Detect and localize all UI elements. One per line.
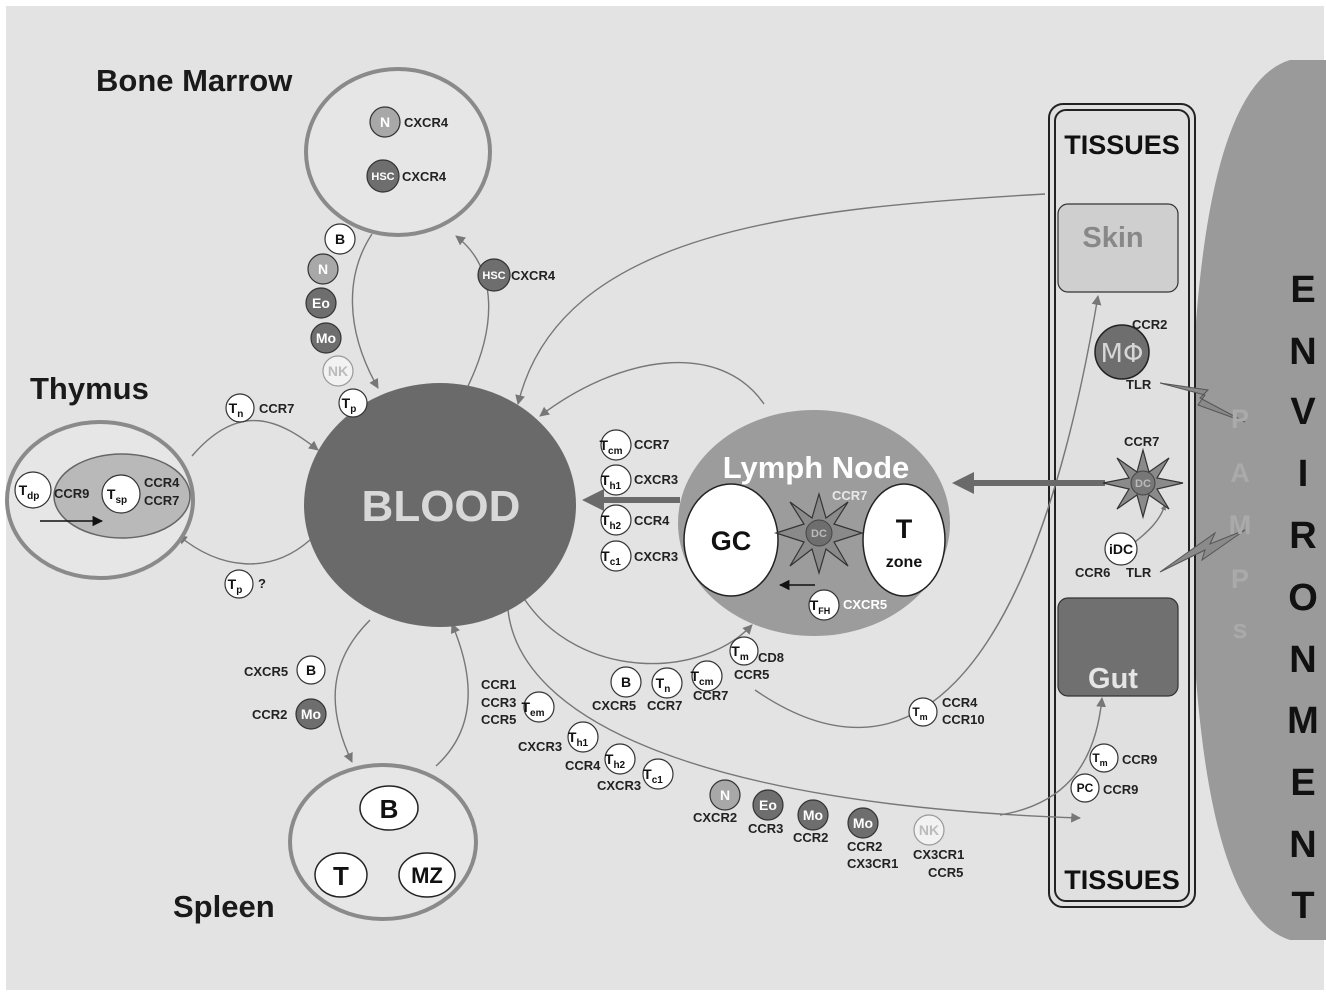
spleen-b-in-cell: B xyxy=(306,662,316,678)
tissues-title-top: TISSUES xyxy=(1064,130,1180,160)
blood-out-tm-ccr10: CCR10 xyxy=(942,712,985,727)
svg-text:A: A xyxy=(1230,458,1250,488)
svg-text:V: V xyxy=(1290,391,1316,433)
ln-gc-label: GC xyxy=(711,526,752,556)
thymus-tdp-receptor: CCR9 xyxy=(54,486,89,501)
blood-title: BLOOD xyxy=(362,482,521,531)
thymus-title: Thymus xyxy=(30,371,149,406)
blood-out-th1-receptor: CXCR3 xyxy=(518,739,562,754)
bm-eo-cell: Eo xyxy=(312,295,330,311)
svg-text:M: M xyxy=(1287,700,1319,742)
macrophage-ccr2: CCR2 xyxy=(1132,317,1167,332)
bm-b-cell: B xyxy=(335,231,345,247)
svg-text:N: N xyxy=(1289,331,1316,373)
ln-in-tcm-receptor: CCR7 xyxy=(693,688,728,703)
spleen-b-cell: B xyxy=(380,794,399,824)
bm-nk-cell: NK xyxy=(328,363,348,379)
blood-hsc-cell: HSC xyxy=(482,270,505,282)
ln-out-th2-receptor: CCR4 xyxy=(634,513,670,528)
svg-text:N: N xyxy=(1289,824,1316,866)
ln-out-th1-receptor: CXCR3 xyxy=(634,472,678,487)
blood-out-tc1-receptor: CXCR3 xyxy=(597,778,641,793)
svg-text:P: P xyxy=(1231,404,1249,434)
environment-label: E N V I R O N M E N T xyxy=(1287,269,1319,927)
svg-text:M: M xyxy=(1229,510,1252,540)
ln-in-b-receptor: CXCR5 xyxy=(592,698,636,713)
idc-ccr6: CCR6 xyxy=(1075,565,1110,580)
blood-out-mo1-receptor: CCR2 xyxy=(793,830,828,845)
thymus-tsp-ccr7: CCR7 xyxy=(144,493,179,508)
gut-pc-cell: PC xyxy=(1077,781,1094,795)
ln-in-b: B xyxy=(621,674,631,690)
svg-text:N: N xyxy=(1289,639,1316,681)
blood-out-mo1: Mo xyxy=(803,807,823,823)
blood-out-eo-receptor: CCR3 xyxy=(748,821,783,836)
blood-out-tem-ccr3: CCR3 xyxy=(481,695,516,710)
gut-label: Gut xyxy=(1088,663,1138,695)
bm-n-cell: N xyxy=(380,114,390,130)
tissue-dc-ccr7: CCR7 xyxy=(1124,434,1159,449)
bm-n-receptor: CXCR4 xyxy=(404,115,449,130)
ln-dc-receptor: CCR7 xyxy=(832,488,867,503)
spleen-mo-in-cell: Mo xyxy=(301,706,321,722)
gut-tm-receptor: CCR9 xyxy=(1122,752,1157,767)
bm-mo-cell: Mo xyxy=(316,330,336,346)
blood-out-n: N xyxy=(720,787,730,803)
ln-tfh-receptor: CXCR5 xyxy=(843,597,887,612)
spleen-mz: MZ xyxy=(411,863,443,888)
ln-in-tn-receptor: CCR7 xyxy=(647,698,682,713)
idc-label: iDC xyxy=(1109,541,1133,557)
blood-out-th2-receptor: CCR4 xyxy=(565,758,601,773)
svg-text:E: E xyxy=(1290,269,1315,311)
idc-tlr: TLR xyxy=(1126,565,1152,580)
thymus-tn-receptor: CCR7 xyxy=(259,401,294,416)
tissues-title-bottom: TISSUES xyxy=(1064,865,1180,895)
bm-hsc-receptor: CXCR4 xyxy=(402,169,447,184)
lymph-node-title: Lymph Node xyxy=(723,450,910,485)
gut-pc-receptor: CCR9 xyxy=(1103,782,1138,797)
spleen-t-cell: T xyxy=(333,861,349,891)
blood-out-eo: Eo xyxy=(759,797,777,813)
svg-text:s: s xyxy=(1232,614,1247,644)
svg-text:E: E xyxy=(1290,762,1315,804)
ln-out-tcm-receptor: CCR7 xyxy=(634,437,669,452)
ln-tzone-t: T xyxy=(896,514,913,544)
blood-out-nk-ccr5: CCR5 xyxy=(928,865,963,880)
bone-marrow-title: Bone Marrow xyxy=(96,63,293,98)
blood-out-n-receptor: CXCR2 xyxy=(693,810,737,825)
blood-out-mo2-ccr2: CCR2 xyxy=(847,839,882,854)
blood-out-tm-ccr4: CCR4 xyxy=(942,695,978,710)
svg-text:P: P xyxy=(1231,564,1249,594)
blood-out-nk: NK xyxy=(919,822,939,838)
ln-tzone-zone: zone xyxy=(886,554,923,571)
blood-out-nk-cx3cr1: CX3CR1 xyxy=(913,847,964,862)
tissue-dc-label: DC xyxy=(1135,478,1151,490)
thymus-tp-receptor: ? xyxy=(258,576,266,591)
skin-label: Skin xyxy=(1082,222,1143,254)
spleen-title: Spleen xyxy=(173,889,275,924)
ln-in-tm-receptor: CD8 xyxy=(758,650,784,665)
blood-out-tem-ccr1: CCR1 xyxy=(481,677,516,692)
svg-text:O: O xyxy=(1288,577,1318,619)
svg-text:R: R xyxy=(1289,515,1316,557)
macrophage-tlr: TLR xyxy=(1126,377,1152,392)
ln-dc-label: DC xyxy=(811,528,827,540)
blood-out-tem-ccr5: CCR5 xyxy=(481,712,516,727)
bm-hsc-cell: HSC xyxy=(371,171,394,183)
bm-n-out: N xyxy=(318,261,328,277)
blood-out-mo2: Mo xyxy=(853,815,873,831)
svg-text:I: I xyxy=(1298,453,1309,495)
spleen-mo-in-receptor: CCR2 xyxy=(252,707,287,722)
blood-hsc-receptor: CXCR4 xyxy=(511,268,556,283)
ln-in-tm-ccr5: CCR5 xyxy=(734,667,769,682)
svg-text:T: T xyxy=(1291,885,1314,927)
blood-out-mo2-cx3cr1: CX3CR1 xyxy=(847,856,898,871)
thymus-tsp-ccr4: CCR4 xyxy=(144,475,180,490)
macrophage-label: MΦ xyxy=(1101,339,1144,369)
bone-marrow-circle xyxy=(306,69,490,235)
ln-out-tc1-receptor: CXCR3 xyxy=(634,549,678,564)
spleen-b-in-receptor: CXCR5 xyxy=(244,664,288,679)
